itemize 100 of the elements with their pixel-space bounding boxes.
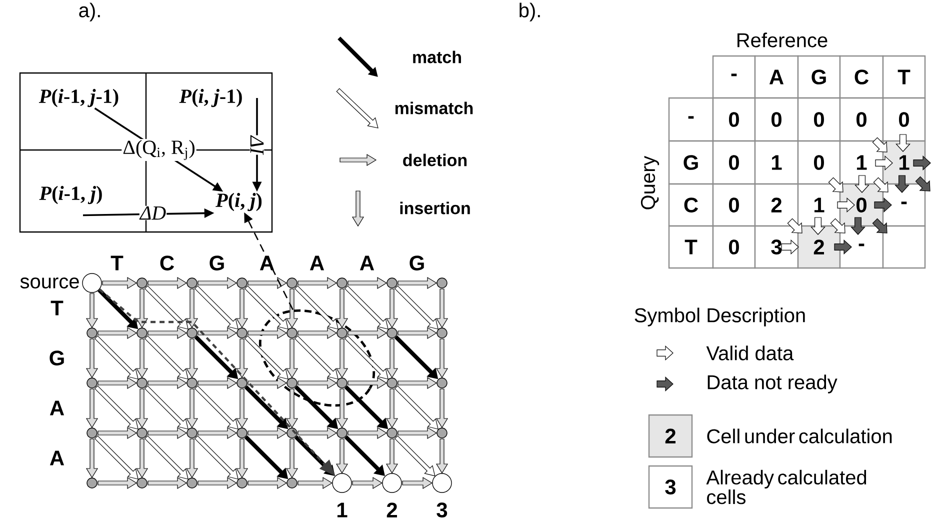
cell-formula: P(i,j): [216, 192, 262, 212]
legend-text: mismatch: [395, 102, 473, 114]
table-cell: 0: [712, 97, 756, 142]
table-cell: 2: [754, 183, 799, 227]
grid-node: [286, 278, 298, 288]
deletion-arrow: [398, 376, 438, 390]
deletion-arrow: [402, 476, 433, 490]
grid-node: [236, 378, 248, 388]
deletion-arrow: [348, 326, 388, 340]
deletion-arrow: [102, 276, 138, 290]
insertion-arrow: [186, 288, 198, 328]
swatch-number: 2: [665, 428, 676, 444]
deletion-arrow: [198, 276, 238, 290]
insertion-arrow: [336, 288, 348, 328]
insertion-arrow: [336, 388, 348, 428]
table-cell: 0: [882, 97, 926, 142]
deletion-arrow: [148, 376, 188, 390]
insertion-arrow: [436, 438, 448, 474]
grid-node: [436, 328, 448, 338]
deletion-arrow: [298, 326, 338, 340]
insertion-arrow: [436, 288, 448, 328]
grid-node: [236, 428, 248, 438]
insertion-arrow: [436, 338, 448, 378]
sequence-letter: G: [410, 256, 424, 270]
insertion-arrow: [286, 388, 298, 428]
insertion-arrow: [386, 338, 398, 378]
insertion-arrow: [236, 338, 248, 378]
node-caption: source: [20, 278, 79, 288]
table-cell: 3: [754, 225, 799, 269]
table-cell: 2: [797, 225, 841, 269]
grid-node: [336, 328, 348, 338]
legend-text: deletion: [403, 154, 467, 166]
legend-text: Data not ready: [708, 374, 838, 394]
insertion-arrow: [186, 388, 198, 428]
insertion-arrow: [186, 338, 198, 378]
deletion-arrow: [348, 376, 388, 390]
deletion-arrow: [248, 426, 288, 440]
deletion-arrow: [248, 276, 288, 290]
insertion-arrow: [86, 438, 98, 478]
sequence-letter: A: [310, 256, 324, 270]
grid-node: [286, 428, 298, 438]
axis-title: Reference: [738, 32, 828, 48]
deletion-arrow: [352, 476, 383, 490]
deletion-arrow: [398, 276, 438, 290]
node-caption: 3: [436, 502, 448, 518]
insertion-arrow: [136, 438, 148, 478]
deletion-arrow: [248, 476, 288, 490]
insertion-arrow: [386, 388, 398, 428]
deletion-arrow: [98, 376, 138, 390]
grid-node: [436, 278, 448, 288]
cell-formula: P(i-1,j): [39, 186, 102, 204]
table-cell: 0: [797, 97, 841, 142]
grid-node: [86, 428, 98, 438]
deletion-arrow: [248, 376, 288, 390]
edge-label: ΔD: [139, 206, 167, 220]
grid-node: [186, 378, 198, 388]
swatch-number: 3: [665, 480, 676, 494]
node-caption: 2: [386, 502, 397, 518]
grid-node: [186, 478, 198, 488]
insertion-arrow: [136, 288, 148, 328]
sequence-letter: G: [50, 350, 64, 366]
grid-node: [436, 428, 448, 438]
deletion-arrow: [198, 376, 238, 390]
grid-node: [436, 378, 448, 388]
grid-node: [386, 378, 398, 388]
cell-formula: P(i,j-1): [179, 88, 242, 108]
terminal-node: [382, 473, 402, 493]
terminal-node: [432, 473, 452, 493]
grid-node: [186, 428, 198, 438]
insertion-arrow: [386, 288, 398, 328]
deletion-arrow: [198, 476, 238, 490]
deletion-arrow: [298, 476, 333, 490]
insertion-arrow: [236, 388, 248, 428]
legend-text: Valid data: [706, 346, 794, 360]
sequence-letter: A: [50, 400, 64, 416]
grid-node: [136, 378, 148, 388]
grid-node: [286, 478, 298, 488]
deletion-arrow: [148, 426, 188, 440]
table-cell: T: [882, 55, 926, 99]
grid-node: [136, 428, 148, 438]
grid-node: [236, 278, 248, 288]
deletion-arrow: [348, 276, 388, 290]
grid-node: [186, 278, 198, 288]
deletion-arrow: [298, 426, 338, 440]
deletion-arrow: [398, 326, 438, 340]
grid-node: [336, 278, 348, 288]
grid-node: [86, 478, 98, 488]
insertion-arrow: [286, 438, 298, 478]
table-cell: C: [668, 183, 714, 227]
grid-node: [236, 328, 248, 338]
insertion-arrow: [136, 388, 148, 428]
sequence-letter: A: [50, 450, 64, 466]
table-cell: 0: [712, 183, 756, 227]
insertion-arrow: [286, 288, 298, 328]
insertion-arrow: [86, 293, 98, 328]
insertion-arrow: [336, 438, 348, 474]
insertion-arrow: [436, 388, 448, 428]
deletion-arrow: [98, 326, 138, 340]
sequence-letter: A: [360, 256, 374, 270]
node-caption: 1: [337, 502, 348, 518]
